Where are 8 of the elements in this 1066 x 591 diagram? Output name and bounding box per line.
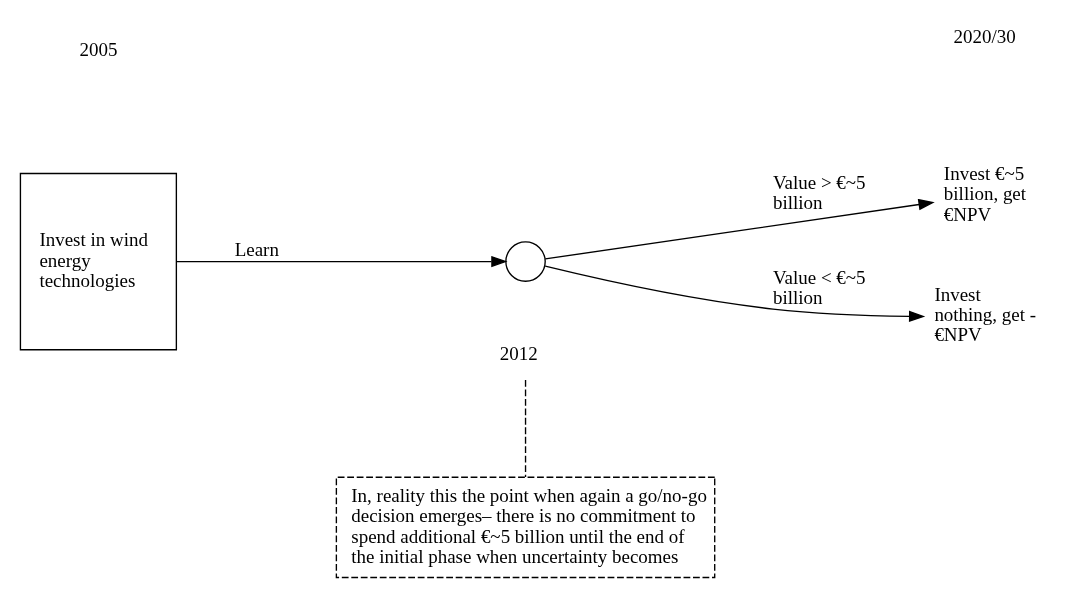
label: 2005 <box>79 39 118 61</box>
node-text: 2012 <box>499 343 538 365</box>
node-text: Invest €~5 billion, get €NPV <box>943 162 1027 225</box>
node-text: Invest nothing, get - €NPV <box>934 283 1037 346</box>
edge-label: Learn <box>234 239 279 261</box>
label: 2020/30 <box>953 25 1016 47</box>
edge-label: Value < €~5 billion <box>773 266 866 308</box>
edge-label: Value > €~5 billion <box>773 171 866 213</box>
